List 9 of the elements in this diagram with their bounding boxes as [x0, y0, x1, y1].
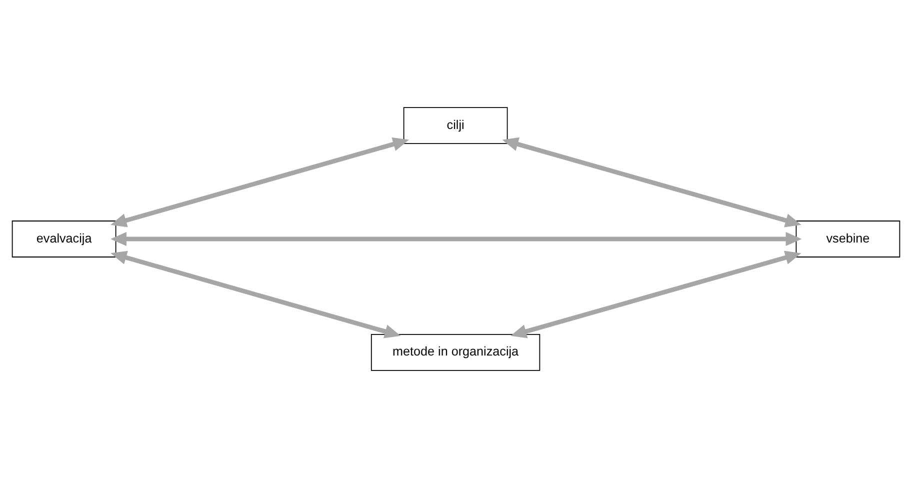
arrow [502, 136, 802, 227]
node-box: vsebine [796, 220, 900, 257]
node-box: evalvacija [12, 220, 116, 257]
arrow [110, 232, 802, 246]
arrow [510, 250, 802, 338]
node-box: metode in organizacija [370, 333, 540, 370]
arrow [110, 250, 401, 338]
arrow [110, 136, 409, 227]
node-box: cilji [403, 106, 508, 144]
